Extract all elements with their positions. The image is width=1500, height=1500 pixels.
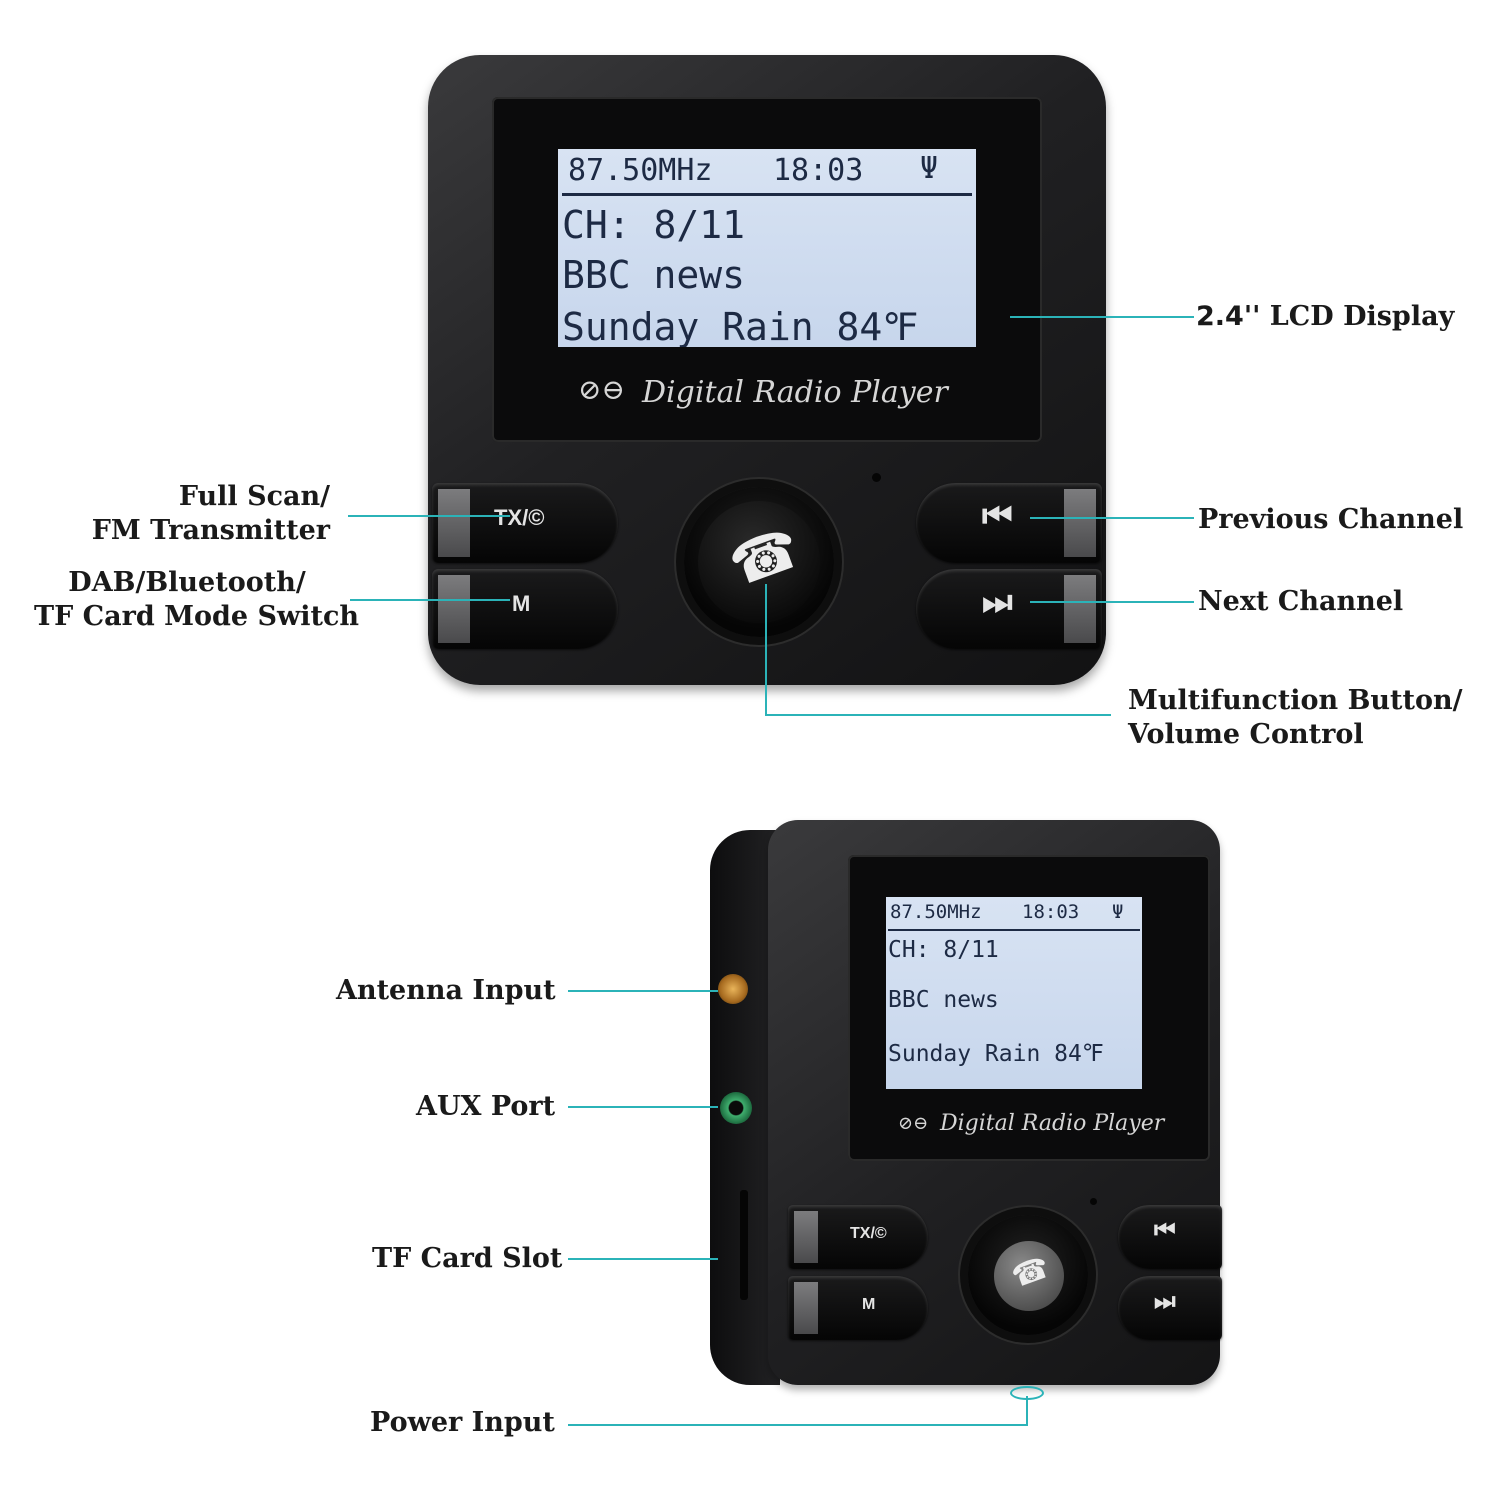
callout-line-tf	[568, 1258, 718, 1260]
callout-line-antenna	[568, 990, 718, 992]
power-port-marker	[1010, 1386, 1044, 1400]
side-next-icon: ⏭	[1154, 1288, 1176, 1315]
lcd-station: BBC news	[562, 253, 746, 297]
tx-label: TX/©	[494, 505, 545, 530]
callout-line-previous	[1030, 517, 1194, 519]
side-mode-button[interactable]: M	[788, 1276, 928, 1340]
side-volume-knob[interactable]: ☎	[968, 1215, 1088, 1335]
label-full-scan-line1: Full Scan/	[178, 481, 330, 512]
side-brand-logo-icon: ⊘⊖	[898, 1113, 929, 1134]
label-multifunction: Multifunction Button/ Volume Control	[1128, 684, 1462, 752]
label-mode-line2: TF Card Mode Switch	[34, 600, 360, 632]
callout-line-mode	[350, 599, 510, 601]
side-lcd-channel: CH: 8/11	[888, 937, 999, 963]
label-power-input: Power Input	[370, 1407, 555, 1438]
brand-name: Digital Radio Player	[642, 375, 948, 410]
lcd-display-text: '' LCD Display	[1243, 301, 1455, 332]
label-tf-card-slot: TF Card Slot	[372, 1243, 563, 1274]
callout-line-aux	[568, 1106, 718, 1108]
label-mode-switch: DAB/Bluetooth/ TF Card Mode Switch	[34, 566, 360, 634]
display-bezel: 87.50MHz 18:03 Ψ CH: 8/11 BBC news Sunda…	[492, 97, 1042, 442]
front-device: 87.50MHz 18:03 Ψ CH: 8/11 BBC news Sunda…	[428, 55, 1106, 685]
label-lcd-display: 2.4'' LCD Display	[1196, 300, 1454, 334]
callout-line-full-scan	[348, 515, 510, 517]
mode-switch-button[interactable]: M	[432, 569, 618, 649]
callout-line-lcd	[1010, 316, 1194, 318]
previous-channel-button[interactable]: ⏮	[916, 483, 1102, 563]
lcd-weather: Sunday Rain 84℉	[562, 305, 919, 347]
button-tab	[794, 1211, 818, 1263]
label-mode-line1: DAB/Bluetooth/	[68, 567, 306, 598]
label-previous-channel: Previous Channel	[1198, 504, 1464, 535]
label-full-scan-line2: FM Transmitter	[91, 514, 330, 546]
side-next-button[interactable]: ⏭	[1118, 1276, 1222, 1340]
lcd-divider	[562, 193, 972, 196]
side-tx-label: TX/©	[850, 1225, 887, 1242]
side-lcd-station: BBC news	[888, 987, 999, 1013]
callout-line-power-horizontal	[568, 1424, 1028, 1426]
lcd-screen: 87.50MHz 18:03 Ψ CH: 8/11 BBC news Sunda…	[558, 149, 976, 347]
antenna-port	[718, 974, 748, 1004]
multifunction-button[interactable]	[698, 501, 820, 623]
side-display-bezel: 87.50MHz 18:03 Ψ CH: 8/11 BBC news Sunda…	[848, 855, 1210, 1161]
callout-line-next	[1030, 601, 1194, 603]
mode-label: M	[512, 591, 531, 616]
aux-port	[720, 1092, 752, 1124]
brand-logo-icon: ⊘⊖	[578, 373, 625, 406]
callout-line-multi-horizontal	[765, 714, 1111, 716]
side-full-scan-button[interactable]: TX/©	[788, 1205, 928, 1269]
side-antenna-icon: Ψ	[1112, 901, 1124, 923]
side-device: 87.50MHz 18:03 Ψ CH: 8/11 BBC news Sunda…	[710, 820, 1222, 1385]
lcd-frequency: 87.50MHz	[568, 153, 713, 188]
side-face: 87.50MHz 18:03 Ψ CH: 8/11 BBC news Sunda…	[768, 820, 1222, 1385]
side-multifunction-button[interactable]	[994, 1241, 1064, 1311]
side-lcd-divider	[888, 929, 1140, 931]
label-full-scan: Full Scan/ FM Transmitter	[60, 480, 330, 548]
side-microphone-hole	[1090, 1198, 1097, 1205]
callout-line-power-vertical	[1026, 1396, 1028, 1426]
label-multi-line2: Volume Control	[1128, 718, 1364, 750]
button-tab	[1064, 489, 1096, 557]
label-next-channel: Next Channel	[1198, 586, 1404, 617]
side-lcd-weather: Sunday Rain 84℉	[888, 1041, 1104, 1067]
side-brand-name: Digital Radio Player	[940, 1111, 1165, 1136]
side-previous-button[interactable]: ⏮	[1118, 1205, 1222, 1269]
full-scan-button[interactable]: TX/©	[432, 483, 618, 563]
side-lcd-frequency: 87.50MHz	[890, 901, 982, 923]
button-tab	[794, 1282, 818, 1334]
label-aux-port: AUX Port	[416, 1091, 556, 1122]
side-lcd-time: 18:03	[1022, 901, 1080, 923]
label-multi-line1: Multifunction Button/	[1128, 685, 1463, 716]
next-icon: ⏭	[982, 583, 1013, 621]
label-antenna-input: Antenna Input	[336, 975, 556, 1006]
callout-line-multi-vertical	[765, 584, 767, 716]
lcd-time: 18:03	[773, 153, 864, 188]
lcd-channel: CH: 8/11	[562, 203, 746, 247]
button-tab	[438, 489, 470, 557]
side-mode-label: M	[862, 1296, 876, 1313]
antenna-icon: Ψ	[920, 151, 939, 186]
button-tab	[1064, 575, 1096, 643]
tf-card-slot	[740, 1190, 748, 1300]
microphone-hole	[872, 473, 881, 482]
side-previous-icon: ⏮	[1154, 1217, 1176, 1244]
side-lcd-screen: 87.50MHz 18:03 Ψ CH: 8/11 BBC news Sunda…	[886, 897, 1142, 1089]
next-channel-button[interactable]: ⏭	[916, 569, 1102, 649]
button-tab	[438, 575, 470, 643]
previous-icon: ⏮	[982, 497, 1013, 535]
volume-knob[interactable]: ☎	[684, 487, 834, 637]
lcd-size: 2.4	[1196, 301, 1244, 332]
